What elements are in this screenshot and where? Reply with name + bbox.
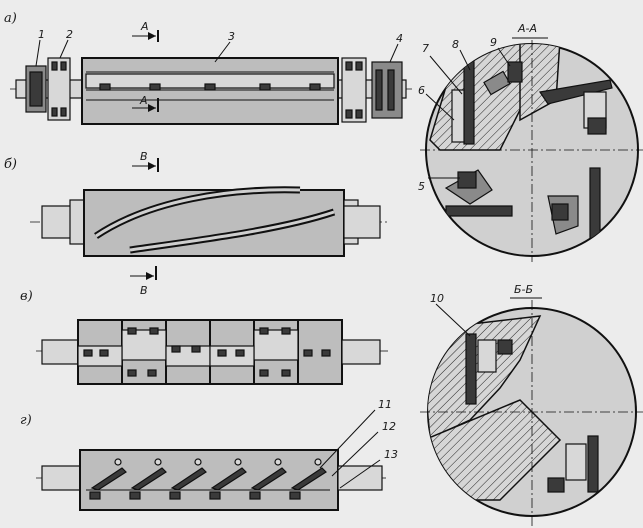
section-marker-a xyxy=(132,30,159,112)
spiral-knives xyxy=(90,467,327,491)
helical-drum xyxy=(83,189,345,257)
view-a-cutter-block xyxy=(10,30,412,125)
callout-13: 13 xyxy=(384,448,398,461)
callout-3: 3 xyxy=(228,30,235,43)
cutter-drum xyxy=(81,57,339,125)
section-title-bb: Б-Б xyxy=(514,283,533,296)
callout-10: 10 xyxy=(430,292,444,305)
callout-1: 1 xyxy=(38,28,45,41)
callout-4: 4 xyxy=(396,32,403,45)
callout-12: 12 xyxy=(382,420,396,433)
knife-bolts-g xyxy=(89,491,301,500)
section-marker-b xyxy=(130,158,159,280)
view-v-stepped-drum xyxy=(36,319,390,385)
view-label-g: г) xyxy=(20,413,32,428)
callout-2: 2 xyxy=(66,28,73,41)
section-arrow-label-b-bottom: В xyxy=(140,284,148,297)
callout-7: 7 xyxy=(422,42,429,55)
callout-11: 11 xyxy=(378,398,392,411)
shaft-right xyxy=(343,205,381,239)
view-label-b: б) xyxy=(4,157,17,172)
knife-bolts xyxy=(99,83,321,91)
stepped-knife-bolts xyxy=(83,327,331,377)
section-arrow-label-a-top: А xyxy=(140,20,149,33)
view-label-v: в) xyxy=(20,289,33,304)
view-b-helical-drum xyxy=(30,158,390,280)
view-g-spiral-knives xyxy=(36,409,386,511)
section-arrow-label-b-top: В xyxy=(140,150,148,163)
callout-6: 6 xyxy=(418,84,425,97)
view-label-a: а) xyxy=(4,11,17,26)
section-aa xyxy=(420,37,643,262)
section-bb xyxy=(420,297,643,526)
bearing-left xyxy=(47,57,71,121)
callout-8: 8 xyxy=(452,38,459,51)
section-title-aa: А-А xyxy=(517,22,537,35)
section-arrow-label-a-bottom: А xyxy=(139,94,148,107)
drum-g xyxy=(79,449,339,511)
knife-8 xyxy=(463,51,475,145)
callout-5: 5 xyxy=(418,180,425,193)
knife-holes xyxy=(114,458,322,466)
callout-9: 9 xyxy=(490,36,497,49)
